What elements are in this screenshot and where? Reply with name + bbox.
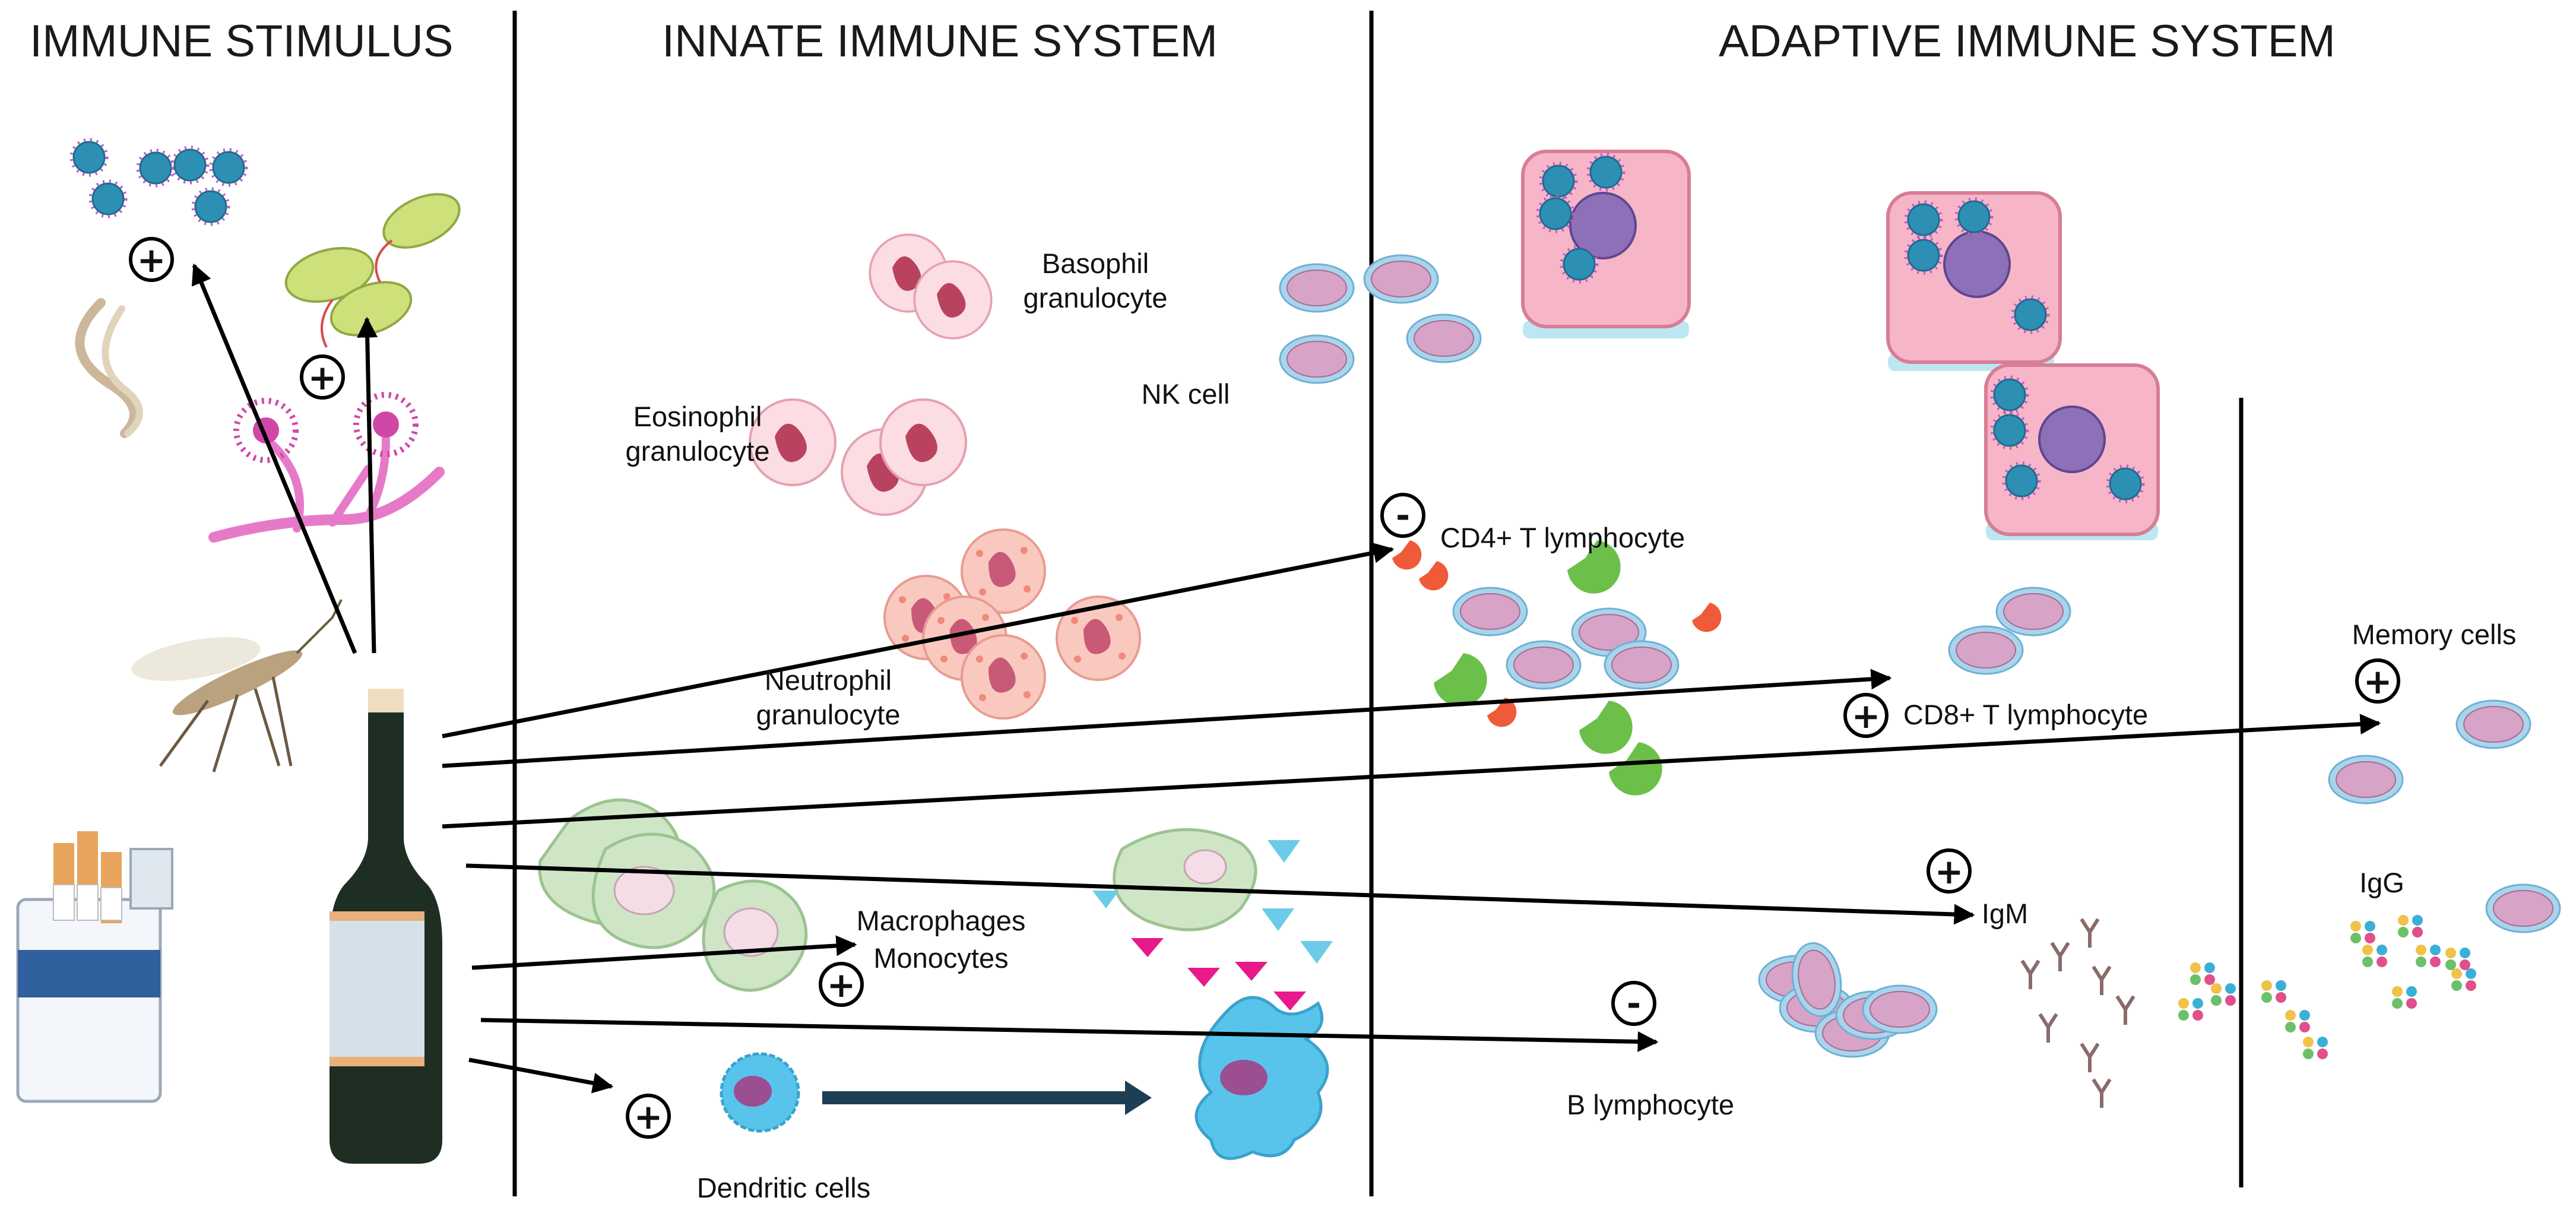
label-eosinophil-line1: Eosinophil xyxy=(633,401,762,432)
label-memory-cells: Memory cells xyxy=(2352,619,2517,650)
fungus-illustration xyxy=(208,392,445,543)
effect-arrows xyxy=(191,263,2381,1094)
cd4-t-lymphocytes xyxy=(1392,540,1722,796)
b-lymphocytes xyxy=(1758,938,1938,1058)
nk-cells xyxy=(1279,254,1482,384)
cigarette-pack-illustration xyxy=(16,831,173,1103)
sign-dendritic: + xyxy=(626,1094,671,1139)
cytokine-triangles xyxy=(1092,840,1333,1011)
svg-text:-: - xyxy=(1627,983,1641,1024)
sign-cd8: + xyxy=(1843,693,1889,738)
label-basophil-line2: granulocyte xyxy=(1024,282,1168,313)
header-adaptive-immune-system: ADAPTIVE IMMUNE SYSTEM xyxy=(1719,16,2336,66)
worm-illustration xyxy=(75,298,143,438)
eosinophil-cells xyxy=(749,398,967,516)
sign-b-lymphocyte: - xyxy=(1611,981,1656,1026)
svg-text:+: + xyxy=(308,357,337,398)
label-eosinophil-line2: granulocyte xyxy=(626,435,770,467)
bacteria-illustration xyxy=(284,193,461,348)
label-cd8-t-lymphocyte: CD8+ T lymphocyte xyxy=(1903,699,2148,730)
svg-text:-: - xyxy=(1396,495,1410,536)
svg-text:+: + xyxy=(137,240,166,280)
svg-text:+: + xyxy=(1935,851,1964,892)
svg-text:+: + xyxy=(1852,696,1881,736)
sign-igm: + xyxy=(1927,848,1972,894)
label-cd4-t-lymphocyte: CD4+ T lymphocyte xyxy=(1440,522,1685,553)
label-b-lymphocyte: B lymphocyte xyxy=(1567,1089,1734,1120)
label-neutrophil-line2: granulocyte xyxy=(756,699,901,730)
igg-antibodies xyxy=(2178,915,2476,1059)
basophil-cells xyxy=(869,233,993,340)
label-igg: IgG xyxy=(2359,867,2404,898)
cd8-t-lymphocytes xyxy=(1948,587,2071,675)
sign-cd4: - xyxy=(1380,493,1425,538)
sign-virus: + xyxy=(129,237,174,282)
mosquito-illustration xyxy=(131,599,343,772)
maturation-arrow xyxy=(822,1081,1152,1115)
label-macrophages: Macrophages xyxy=(857,905,1026,936)
label-dendritic-cells: Dendritic cells xyxy=(697,1172,871,1203)
label-basophil-line1: Basophil xyxy=(1042,248,1149,279)
svg-text:+: + xyxy=(827,965,856,1005)
label-igm: IgM xyxy=(1982,898,2028,929)
sign-memory: + xyxy=(2355,658,2400,704)
svg-text:+: + xyxy=(2363,661,2393,702)
header-innate-immune-system: INNATE IMMUNE SYSTEM xyxy=(662,16,1218,66)
macrophage-cells xyxy=(538,798,1257,992)
infected-cells xyxy=(1521,150,2160,540)
header-immune-stimulus: IMMUNE STIMULUS xyxy=(30,16,454,66)
igm-antibodies xyxy=(2022,919,2134,1108)
sign-bacteria: + xyxy=(300,354,345,400)
label-neutrophil-line1: Neutrophil xyxy=(765,664,892,696)
dendritic-cells xyxy=(720,996,1329,1160)
sign-macrophages: + xyxy=(819,962,864,1007)
label-monocytes: Monocytes xyxy=(873,942,1008,974)
svg-text:+: + xyxy=(634,1097,663,1137)
label-nk-cell: NK cell xyxy=(1142,378,1230,410)
wine-bottle-illustration xyxy=(329,689,442,1164)
virus-cluster-illustration xyxy=(71,140,246,224)
